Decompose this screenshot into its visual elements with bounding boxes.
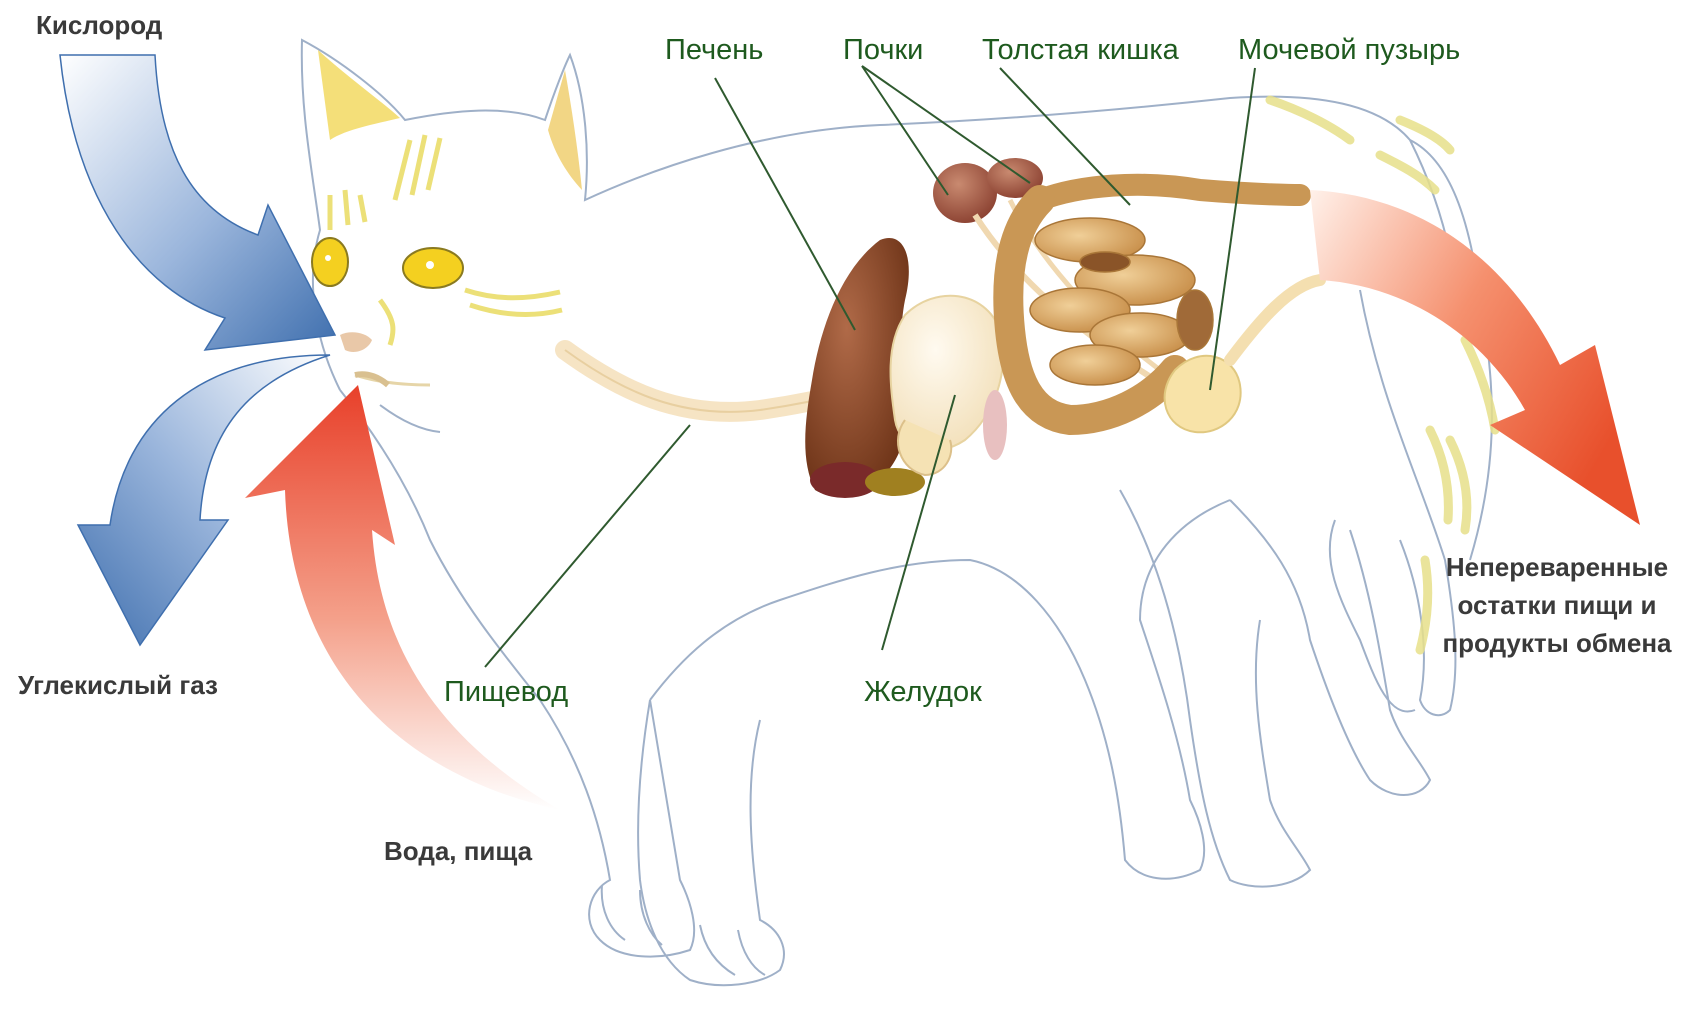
colon-label: Толстая кишка	[982, 36, 1179, 65]
oxygen-arrow	[60, 55, 335, 350]
stomach-label: Желудок	[864, 678, 982, 707]
cat-face	[312, 50, 582, 385]
intestines-shape	[1008, 185, 1300, 420]
water-food-arrow	[245, 385, 560, 810]
water-food-label: Вода, пища	[384, 838, 532, 864]
esophagus-label: Пищевод	[444, 678, 568, 707]
waste-label: Непереваренные остатки пищи и продукты о…	[1422, 548, 1692, 662]
bladder-label: Мочевой пузырь	[1238, 36, 1460, 65]
liver-label: Печень	[665, 36, 763, 65]
kidneys-label: Почки	[843, 36, 923, 65]
oxygen-label: Кислород	[36, 12, 162, 38]
co2-label: Углекислый газ	[18, 672, 218, 698]
